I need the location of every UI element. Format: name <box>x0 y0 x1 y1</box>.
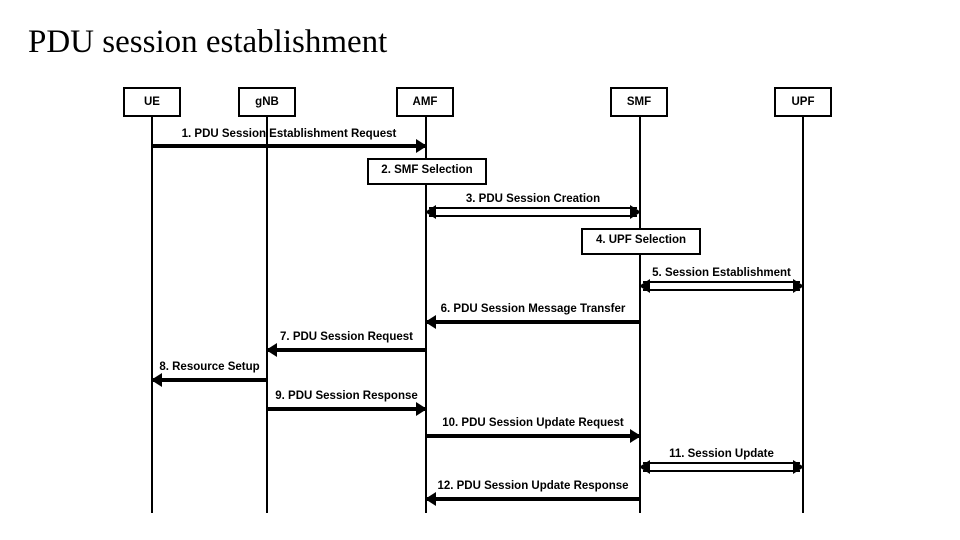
message-12-label: 12. PDU Session Update Response <box>437 480 629 492</box>
message-3-label: 3. PDU Session Creation <box>465 193 601 205</box>
page-title: PDU session establishment <box>28 24 388 60</box>
message-12-arrow-left <box>425 492 640 506</box>
message-9-arrow-right <box>267 402 427 416</box>
message-7-label: 7. PDU Session Request <box>280 331 413 343</box>
message-3-arrow-both <box>425 205 641 219</box>
actor-box-smf: SMF <box>610 87 668 117</box>
message-8-label: 8. Resource Setup <box>159 361 260 373</box>
message-5-label: 5. Session Establishment <box>652 267 791 279</box>
actor-box-upf: UPF <box>774 87 832 117</box>
message-10-label: 10. PDU Session Update Request <box>442 417 624 429</box>
message-7-arrow-left <box>266 343 426 357</box>
message-6-label: 6. PDU Session Message Transfer <box>440 303 626 315</box>
lifeline-smf <box>639 117 641 513</box>
message-8-arrow-left <box>151 373 267 387</box>
actor-box-ue: UE <box>123 87 181 117</box>
message-2-action-box: 2. SMF Selection <box>367 158 487 185</box>
message-10-arrow-right <box>426 429 641 443</box>
message-11-label: 11. Session Update <box>669 448 774 460</box>
message-1-label: 1. PDU Session Establishment Request <box>181 128 397 140</box>
actor-box-gnb: gNB <box>238 87 296 117</box>
message-11-arrow-both <box>639 460 804 474</box>
message-6-arrow-left <box>425 315 640 329</box>
lifeline-ue <box>151 117 153 513</box>
message-9-label: 9. PDU Session Response <box>275 390 418 402</box>
actor-box-amf: AMF <box>396 87 454 117</box>
message-1-arrow-right <box>152 139 427 153</box>
message-4-action-box: 4. UPF Selection <box>581 228 701 255</box>
lifeline-gnb <box>266 117 268 513</box>
lifeline-upf <box>802 117 804 513</box>
message-5-arrow-both <box>639 279 804 293</box>
